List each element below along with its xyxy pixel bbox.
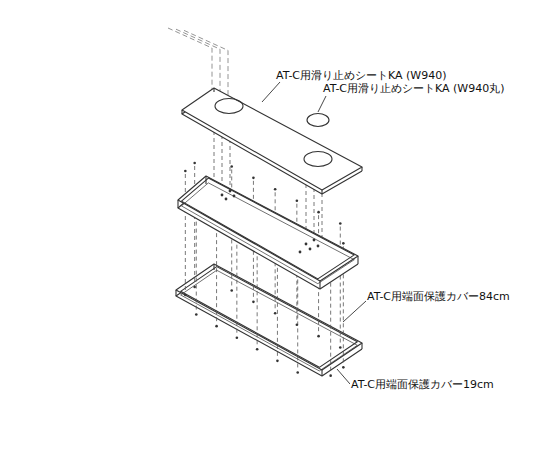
leader-line (343, 301, 366, 322)
part-label: AT-C用滑り止めシートKA (W940丸) (322, 82, 506, 95)
part-label: AT-C用端面保護カバー84cm (366, 290, 511, 303)
leg-frame (168, 28, 228, 100)
leader-lines (262, 82, 366, 384)
table-top-frame (178, 176, 358, 289)
leader-line (337, 369, 350, 384)
edge-cover-ring (176, 264, 362, 376)
leader-line (318, 96, 326, 112)
part-label: AT-C用滑り止めシートKA (W940) (275, 69, 448, 82)
round-anti-slip-sheet (307, 114, 329, 127)
anti-slip-sheet (182, 88, 362, 194)
part-label: AT-C用端面保護カバー19cm (350, 378, 495, 391)
sheet-hole (304, 152, 332, 167)
sheet-hole (215, 99, 243, 114)
leader-line (262, 82, 280, 102)
